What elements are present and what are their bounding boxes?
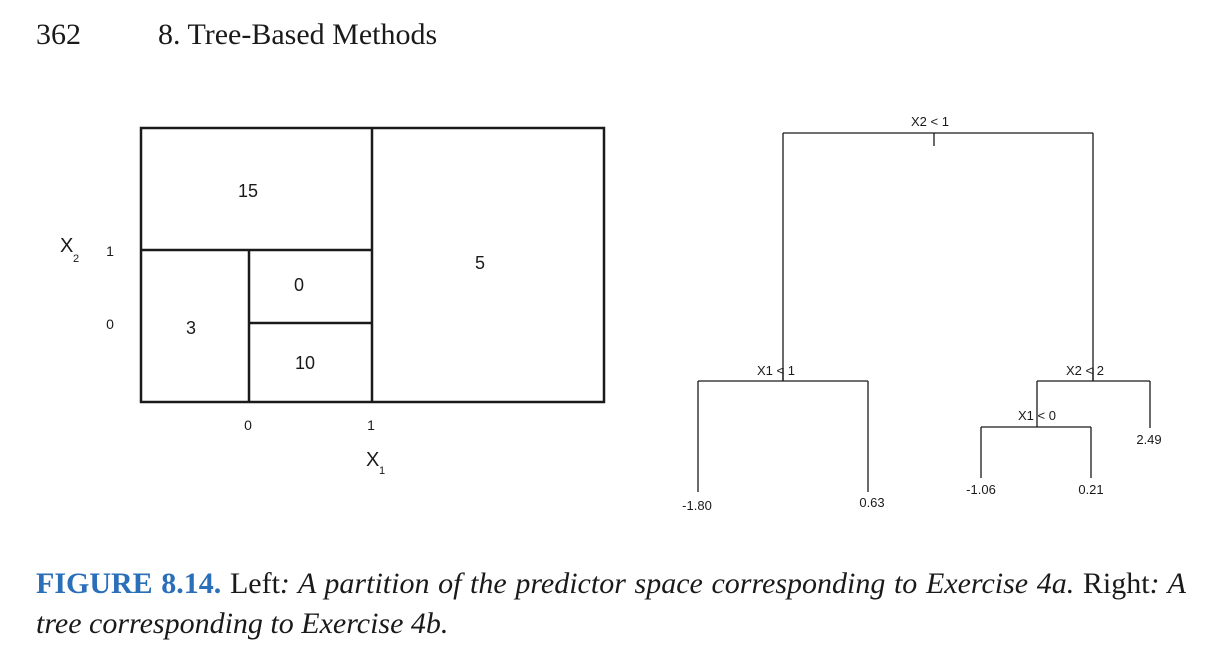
x2-axis-label: X 2 [60,235,79,265]
leaf-value: -1.80 [682,498,712,513]
figure: 15 5 0 3 10 1 0 0 1 X 2 X 1 X2 < 1 [60,114,1162,513]
x1-tick-1: 1 [367,417,375,433]
region-value-15: 15 [238,181,258,201]
svg-text:X: X [366,449,379,471]
svg-text:2: 2 [73,253,79,265]
leaf-value: 2.49 [1136,432,1161,447]
caption-text-right: : A tree corresponding to Exercise 4b. [36,567,1186,640]
x1-tick-0: 0 [244,417,252,433]
root-split-label: X2 < 1 [911,114,949,129]
caption-left-word: Left [229,567,280,600]
figure-label: FIGURE 8.14. [36,567,222,600]
x2-tick-0: 0 [106,316,114,332]
x2-tick-1: 1 [106,243,114,259]
caption-text-left: : A partition of the predictor space cor… [279,567,1075,600]
chapter-title: 8. Tree-Based Methods [158,18,438,51]
page-header: 362 8. Tree-Based Methods [36,18,437,52]
svg-text:X: X [60,235,73,257]
figure-caption: FIGURE 8.14. Left: A partition of the pr… [36,564,1186,644]
regression-tree [697,132,1151,492]
left-split-label: X1 < 1 [757,363,795,378]
right-split-label: X2 < 2 [1066,363,1104,378]
svg-text:1: 1 [379,465,385,477]
page-number: 362 [36,18,81,51]
tree-labels: X2 < 1 X1 < 1 X2 < 2 X1 < 0 -1.80 0.63 -… [682,114,1161,513]
leaf-value: 0.21 [1078,482,1103,497]
inner-split-label: X1 < 0 [1018,408,1056,423]
region-value-3: 3 [186,318,196,338]
leaf-value: 0.63 [859,495,884,510]
x1-axis-label: X 1 [366,449,385,477]
region-value-0: 0 [294,275,304,295]
leaf-value: -1.06 [966,482,996,497]
region-value-5: 5 [475,253,485,273]
partition-diagram [139,126,606,404]
caption-right-word: Right [1082,567,1150,600]
region-value-10: 10 [295,353,315,373]
